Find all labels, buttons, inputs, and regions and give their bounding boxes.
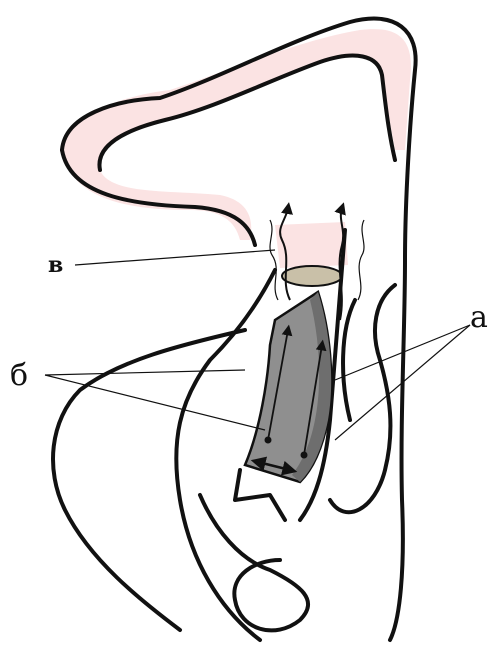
opening-ellipse	[282, 266, 342, 286]
leader-line-b-2	[45, 375, 265, 430]
wavy-line-right	[358, 220, 364, 300]
bottom-structure	[235, 470, 285, 520]
right-pouch-inner	[343, 300, 355, 420]
label-b: б	[10, 358, 28, 393]
tube-dot-left	[265, 437, 272, 444]
label-v: в	[48, 252, 63, 278]
label-a: а	[470, 300, 488, 335]
leader-line-b-1	[45, 370, 245, 375]
leader-line-v	[75, 250, 275, 265]
tube-dot-right	[301, 452, 308, 459]
far-left-contour	[53, 330, 245, 630]
lower-loop	[200, 495, 308, 630]
upper-cavity-fill	[62, 29, 411, 240]
